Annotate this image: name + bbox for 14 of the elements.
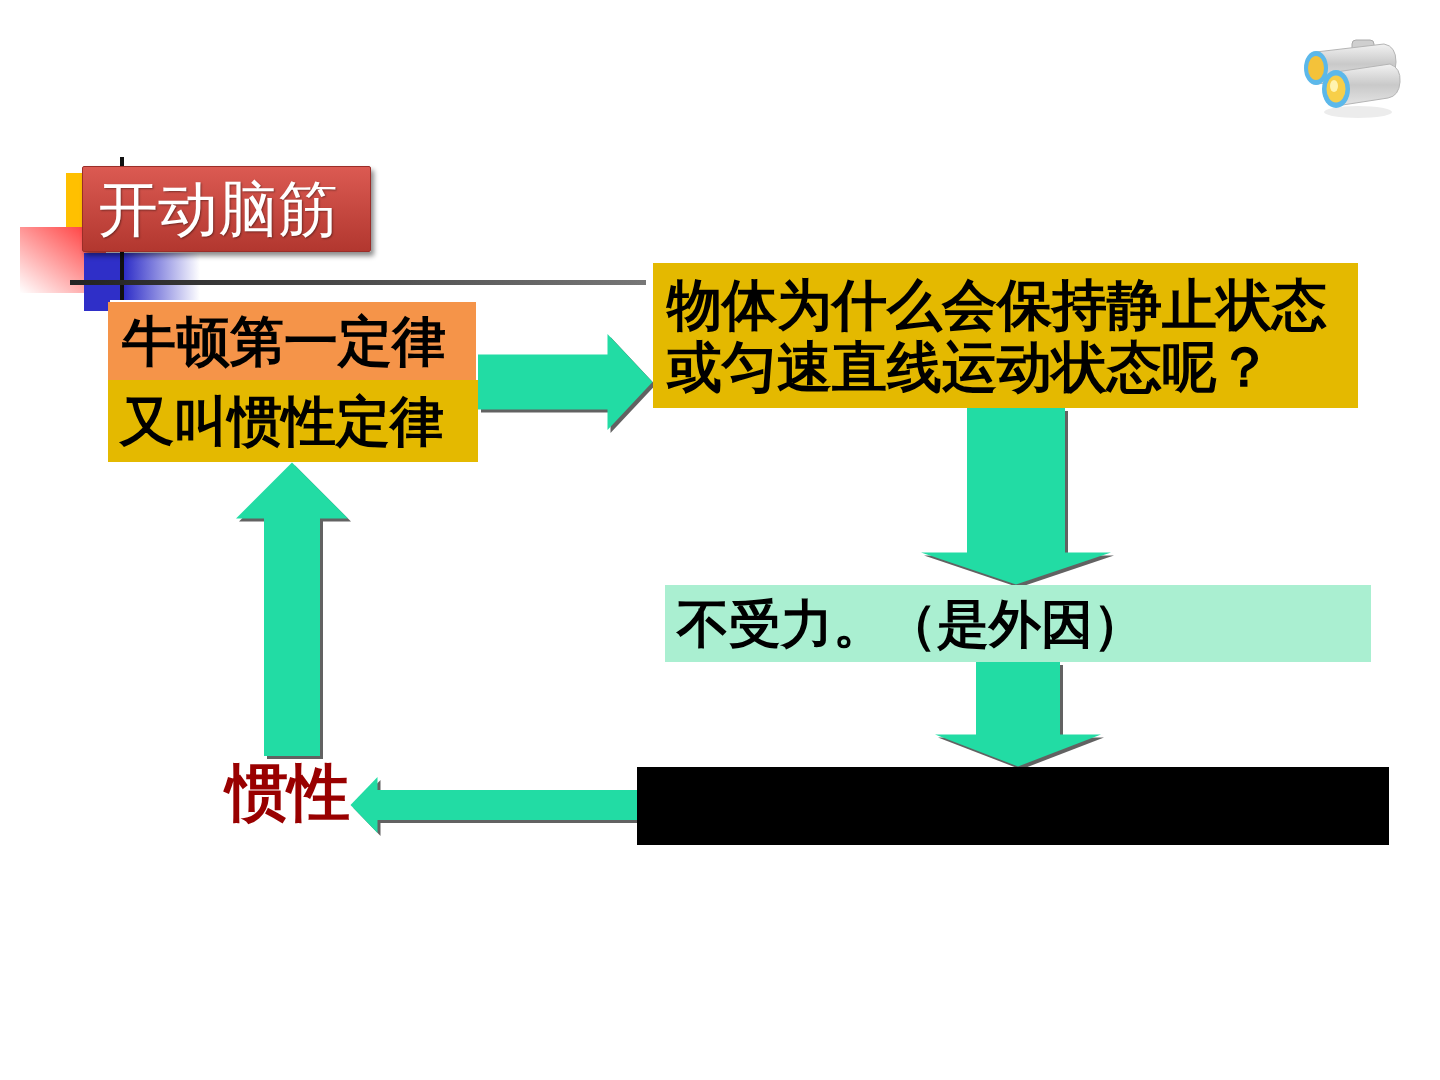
block-arrow: [350, 777, 637, 833]
title-text: 开动脑筋: [98, 174, 338, 244]
law-alias: 又叫惯性定律: [120, 388, 444, 454]
alias-banner: [108, 380, 478, 462]
question-text: 物体为什么会保持静止状态或匀速直线运动状态呢？: [667, 273, 1328, 398]
question-box: [653, 263, 1358, 408]
block-arrow: [236, 462, 348, 756]
reason-text: 不受力。（是外因）: [677, 592, 1145, 655]
cover-bar: [637, 767, 1389, 845]
law-name: 牛顿第一定律: [122, 308, 446, 374]
block-arrow: [478, 334, 653, 430]
law-banner: [108, 302, 476, 380]
block-arrow: [921, 408, 1111, 585]
reason-box: [665, 585, 1371, 662]
